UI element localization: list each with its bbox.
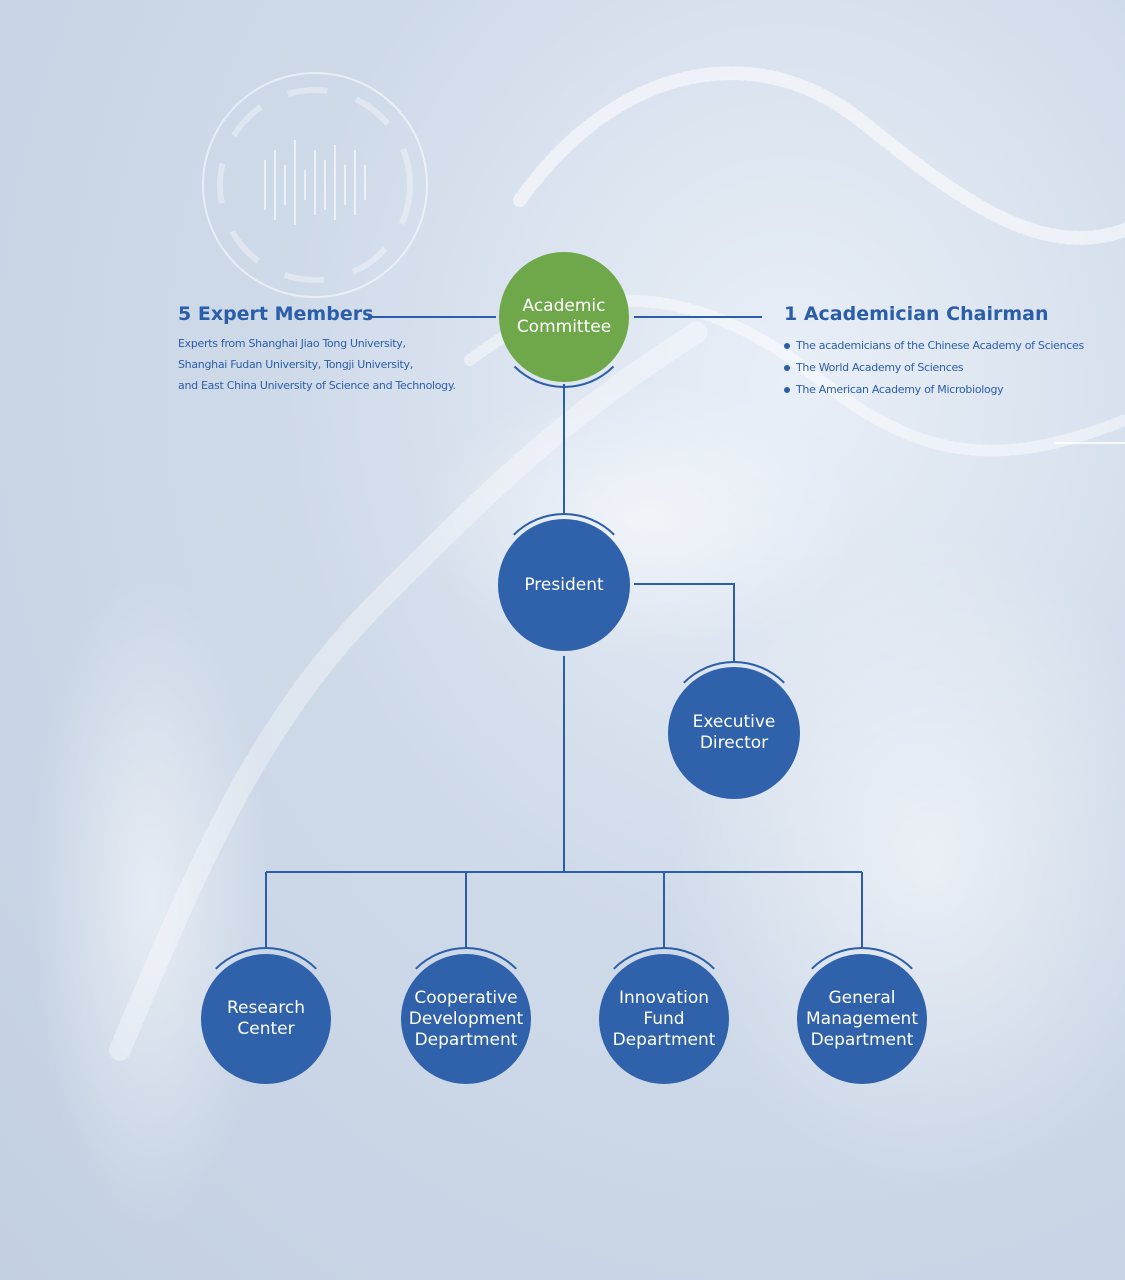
list-item: The World Academy of Sciences [784, 357, 1084, 379]
executive-director-node: Executive Director [668, 667, 800, 799]
node-label-line: Committee [516, 317, 612, 337]
node-label-line: Development [408, 1008, 524, 1029]
node-label-line: Executive [692, 712, 776, 732]
general-management-ring [790, 947, 934, 1091]
expert-members-description: Experts from Shanghai Jiao Tong Universi… [178, 333, 456, 396]
cooperative-development-ring [394, 947, 538, 1091]
node-label-line: Management [806, 1008, 918, 1029]
executive-ring [662, 661, 806, 805]
node-label-line: Fund [643, 1008, 685, 1029]
node-label-line: Department [612, 1029, 716, 1050]
node-label-line: General [828, 987, 896, 1008]
list-item: The academicians of the Chinese Academy … [784, 335, 1084, 357]
research-center-node: Research Center [201, 954, 331, 1084]
president-node: President [498, 519, 630, 651]
president-ring [492, 513, 636, 657]
committee-ring [493, 246, 635, 388]
description-line: Shanghai Fudan University, Tongji Univer… [178, 358, 413, 371]
list-item: The American Academy of Microbiology [784, 379, 1084, 401]
node-label-line: Center [237, 1019, 295, 1039]
description-line: Experts from Shanghai Jiao Tong Universi… [178, 337, 406, 350]
node-label-line: President [524, 574, 604, 595]
description-line: and East China University of Science and… [178, 379, 456, 392]
node-label-line: Department [414, 1029, 518, 1050]
general-management-node: General Management Department [797, 954, 927, 1084]
research-center-ring [194, 947, 338, 1091]
academician-list: The academicians of the Chinese Academy … [784, 335, 1084, 401]
node-label-line: Innovation [618, 987, 709, 1008]
innovation-fund-ring [592, 947, 736, 1091]
innovation-fund-node: Innovation Fund Department [599, 954, 729, 1084]
node-label-line: Director [699, 733, 769, 753]
academician-chairman-heading: 1 Academician Chairman [784, 303, 1049, 325]
node-label-line: Research [227, 998, 305, 1018]
node-label-line: Department [810, 1029, 914, 1050]
node-label-line: Academic [522, 296, 606, 316]
cooperative-development-node: Cooperative Development Department [401, 954, 531, 1084]
expert-members-heading: 5 Expert Members [178, 303, 374, 325]
node-label-line: Cooperative [414, 987, 518, 1008]
academic-committee-node: Academic Committee [499, 252, 629, 382]
